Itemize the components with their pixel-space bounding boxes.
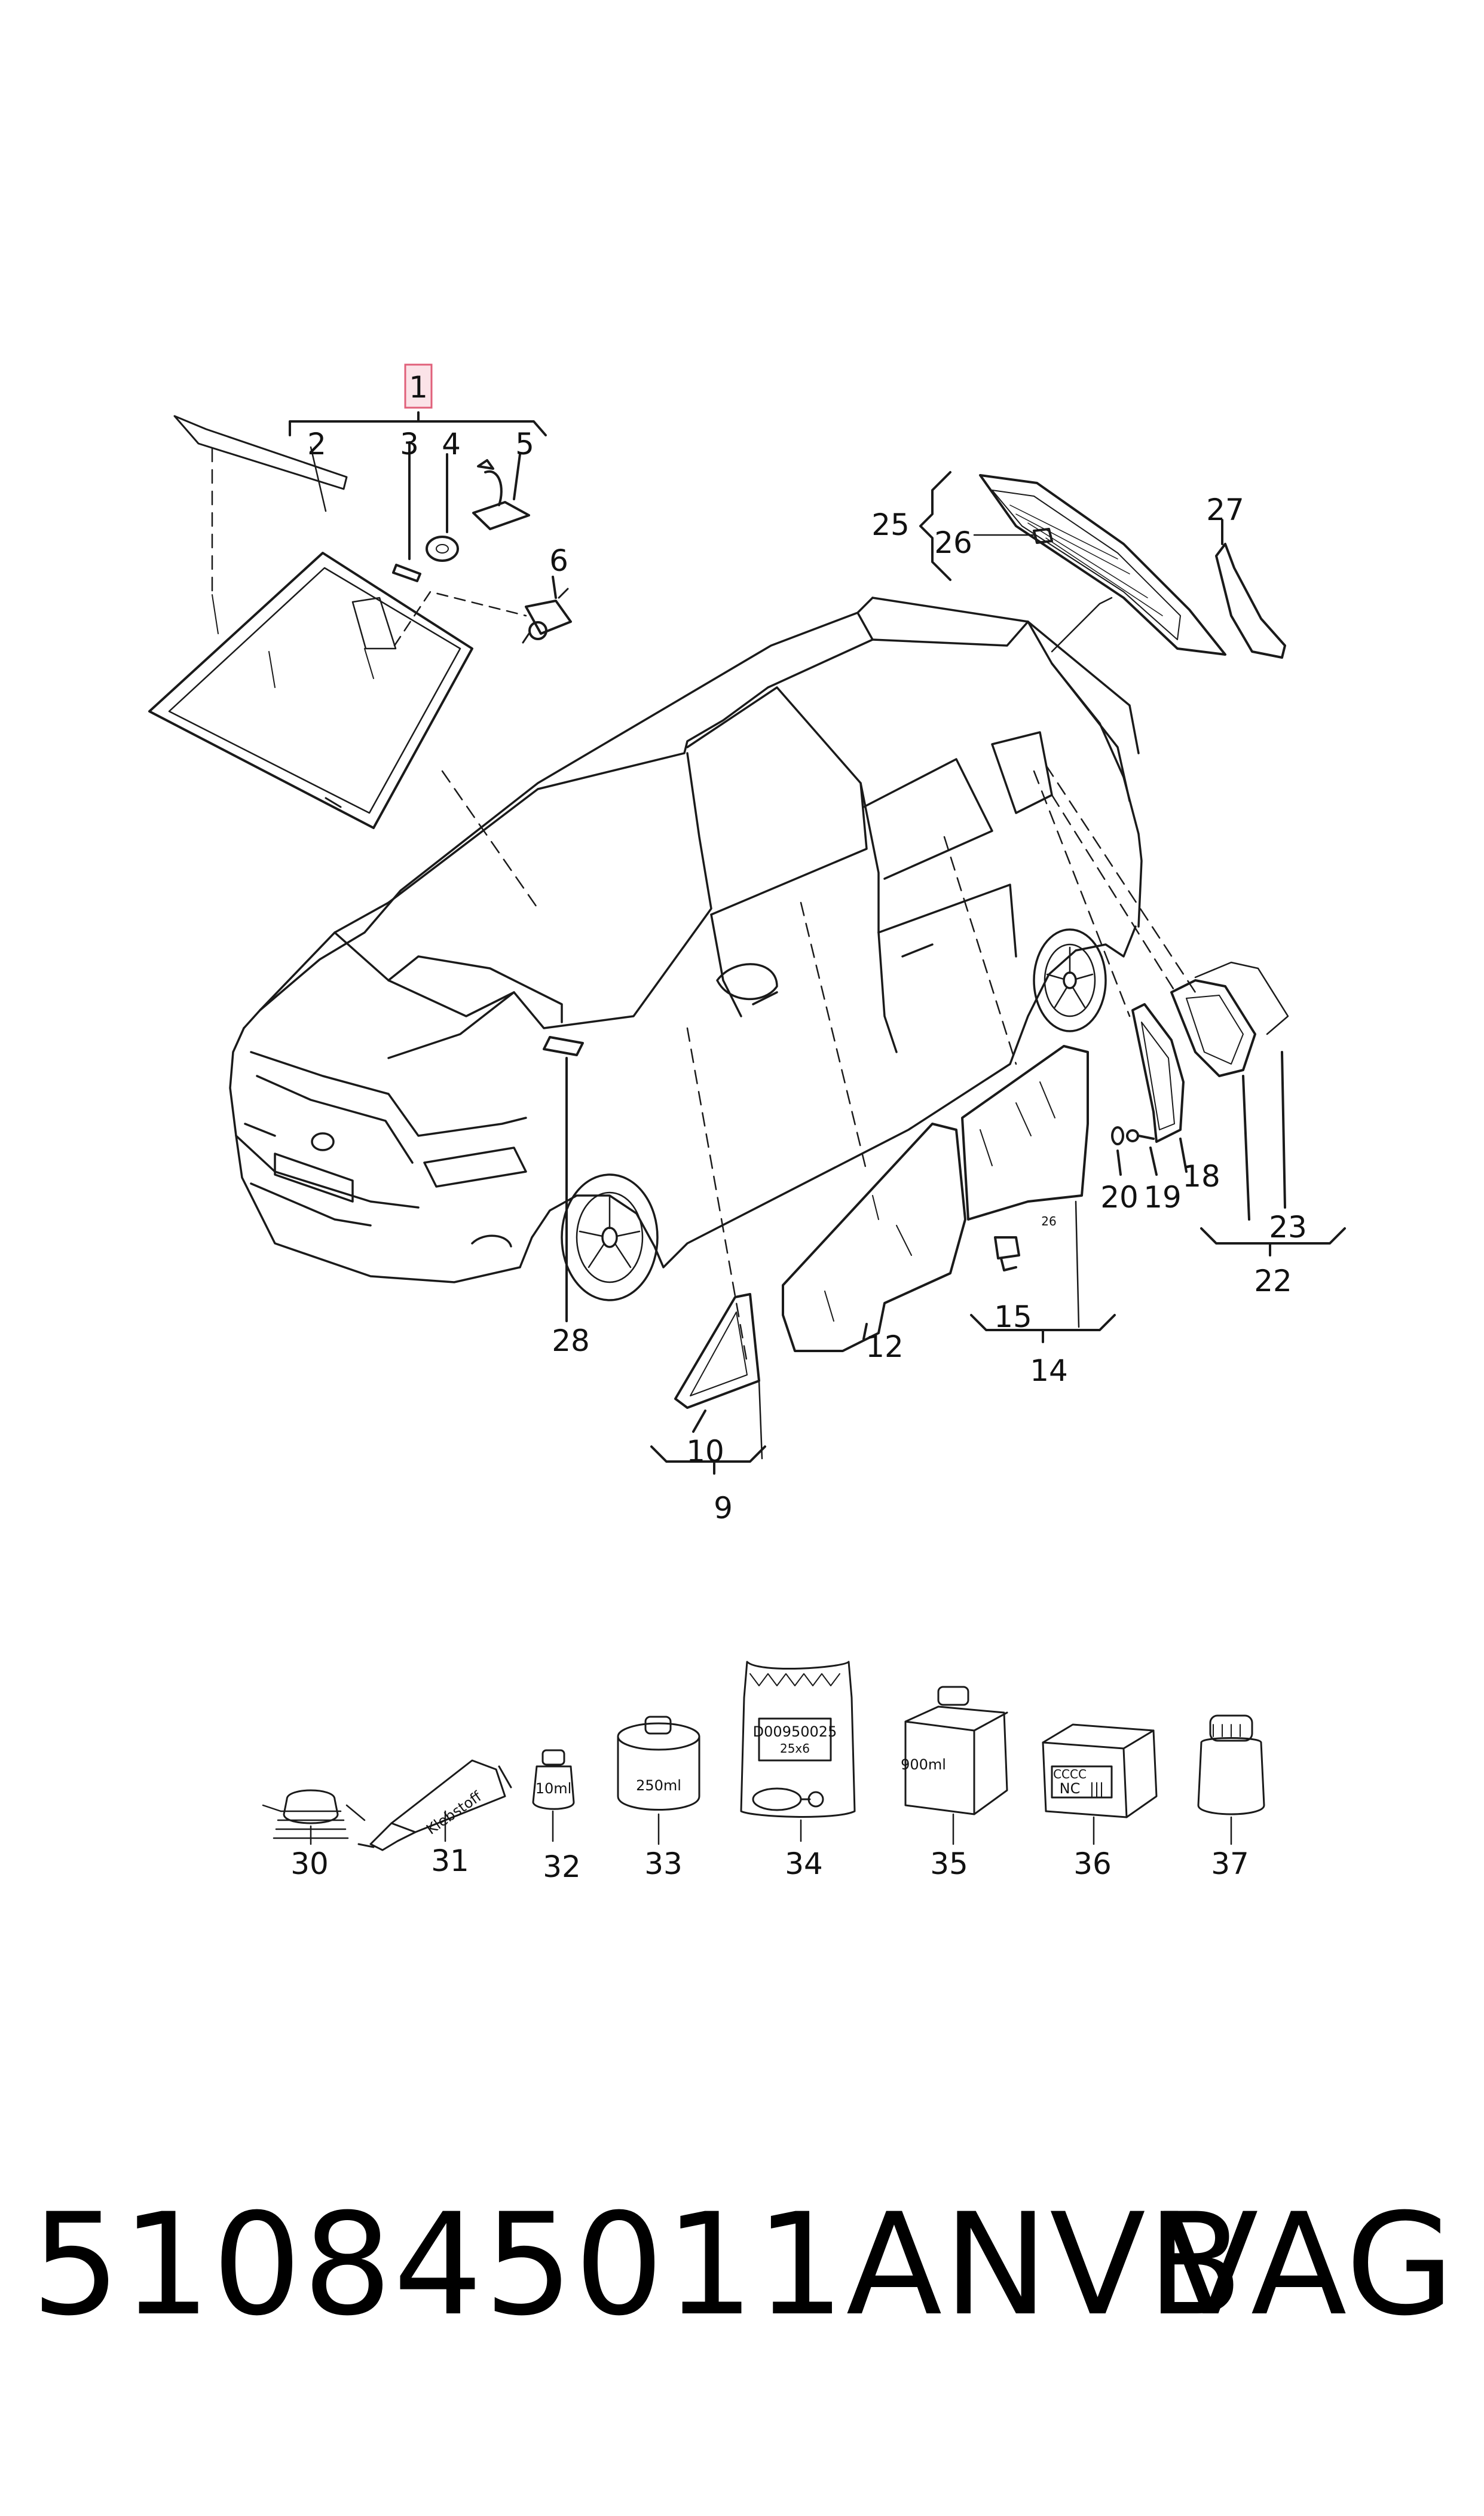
callout-5[interactable]: 5 [515, 427, 534, 461]
spiral-30[interactable] [262, 1789, 366, 1839]
trim-23[interactable] [1281, 1051, 1286, 1209]
clip-15[interactable] [994, 1236, 1020, 1271]
glass-mark: 26 [1041, 1214, 1056, 1228]
trim-strip-27[interactable] [1215, 519, 1286, 659]
callout-27[interactable]: 27 [1206, 493, 1244, 527]
callout-19[interactable]: 19 [1143, 1180, 1182, 1215]
windshield-seal-strip[interactable] [310, 446, 327, 512]
bottle-37[interactable] [1197, 1714, 1265, 1815]
quarter-window-18[interactable] [1131, 1003, 1188, 1173]
callout-6[interactable]: 6 [549, 543, 568, 578]
callout-34[interactable]: 34 [785, 1847, 823, 1881]
box-36[interactable] [1042, 1723, 1158, 1818]
callout-35[interactable]: 35 [930, 1847, 968, 1881]
bag-code: D00950025 [753, 1723, 837, 1740]
callout-15[interactable]: 15 [994, 1300, 1032, 1334]
callout-4[interactable]: 4 [442, 427, 461, 461]
vial-32[interactable] [532, 1749, 575, 1810]
callout-30[interactable]: 30 [290, 1847, 329, 1881]
callout-3[interactable]: 3 [400, 427, 419, 461]
windshield[interactable] [148, 415, 473, 829]
vial-label: 10ml [536, 1780, 572, 1797]
bracket-group-1 [289, 411, 547, 436]
quarter-glass-10[interactable] [674, 1293, 760, 1433]
callout-12[interactable]: 12 [865, 1329, 904, 1364]
rear-door-glass[interactable] [961, 1045, 1089, 1328]
box-label-marks: ||| [1090, 1780, 1104, 1797]
rain-sensor-5[interactable] [472, 453, 530, 530]
callout-36[interactable]: 36 [1073, 1847, 1112, 1881]
adhesive-tube-31[interactable] [357, 1759, 512, 1851]
spacer-20[interactable] [1111, 1126, 1124, 1176]
box-label-nc: NC [1060, 1780, 1081, 1797]
callout-25[interactable]: 25 [871, 508, 910, 542]
bag-qty: 25x6 [780, 1741, 810, 1756]
bag-34[interactable] [740, 1661, 856, 1818]
sensor-pad-4[interactable] [426, 453, 459, 562]
quarter-glass-22[interactable] [1170, 961, 1289, 1221]
callout-28[interactable]: 28 [552, 1323, 590, 1358]
callout-20[interactable]: 20 [1100, 1180, 1139, 1215]
callout-37[interactable]: 37 [1211, 1847, 1249, 1881]
clip-19[interactable] [1126, 1129, 1158, 1176]
camera-6[interactable] [393, 576, 572, 647]
bracket-group-22 [1200, 1227, 1346, 1257]
callout-23[interactable]: 23 [1269, 1210, 1307, 1245]
callout-33[interactable]: 33 [644, 1847, 683, 1881]
callout-32[interactable]: 32 [543, 1849, 581, 1884]
tube-label: Klebstoff [423, 1788, 485, 1838]
can-label: 250ml [636, 1777, 681, 1794]
can-33[interactable] [617, 1716, 700, 1811]
callout-14[interactable]: 14 [1030, 1353, 1068, 1388]
car-body [229, 597, 1143, 1301]
leader-lines [441, 597, 1197, 1364]
bracket-group-25 [919, 471, 951, 581]
callout-1-highlight [404, 363, 433, 409]
part-number: 510845011ANVB [31, 2184, 1245, 2347]
callout-2[interactable]: 2 [307, 427, 326, 461]
consumable-leader-lines [310, 1810, 1232, 1845]
trim-28[interactable] [543, 1036, 584, 1322]
clip-26[interactable] [973, 528, 1053, 544]
bracket-group-14 [970, 1314, 1116, 1343]
sensor-mount-3[interactable] [392, 441, 421, 582]
brand-label: VAG [1162, 2184, 1456, 2347]
callout-18[interactable]: 18 [1182, 1159, 1220, 1194]
callout-9[interactable]: 9 [714, 1491, 733, 1526]
door-glass-12[interactable] [782, 1123, 966, 1352]
bottle-label: 900ml [901, 1756, 946, 1773]
rear-window-glass[interactable] [979, 474, 1226, 656]
callout-31[interactable]: 31 [431, 1844, 469, 1878]
box-label-top: CCCC [1053, 1767, 1087, 1781]
callout-10[interactable]: 10 [686, 1434, 724, 1469]
bracket-group-9 [650, 1380, 766, 1475]
footer: 510845011ANVB VAG [0, 2188, 1484, 2343]
callout-22[interactable]: 22 [1254, 1264, 1292, 1298]
bottle-35[interactable] [904, 1686, 1008, 1815]
callout-26[interactable]: 26 [934, 525, 972, 560]
callout-1[interactable]: 1 [409, 370, 428, 405]
